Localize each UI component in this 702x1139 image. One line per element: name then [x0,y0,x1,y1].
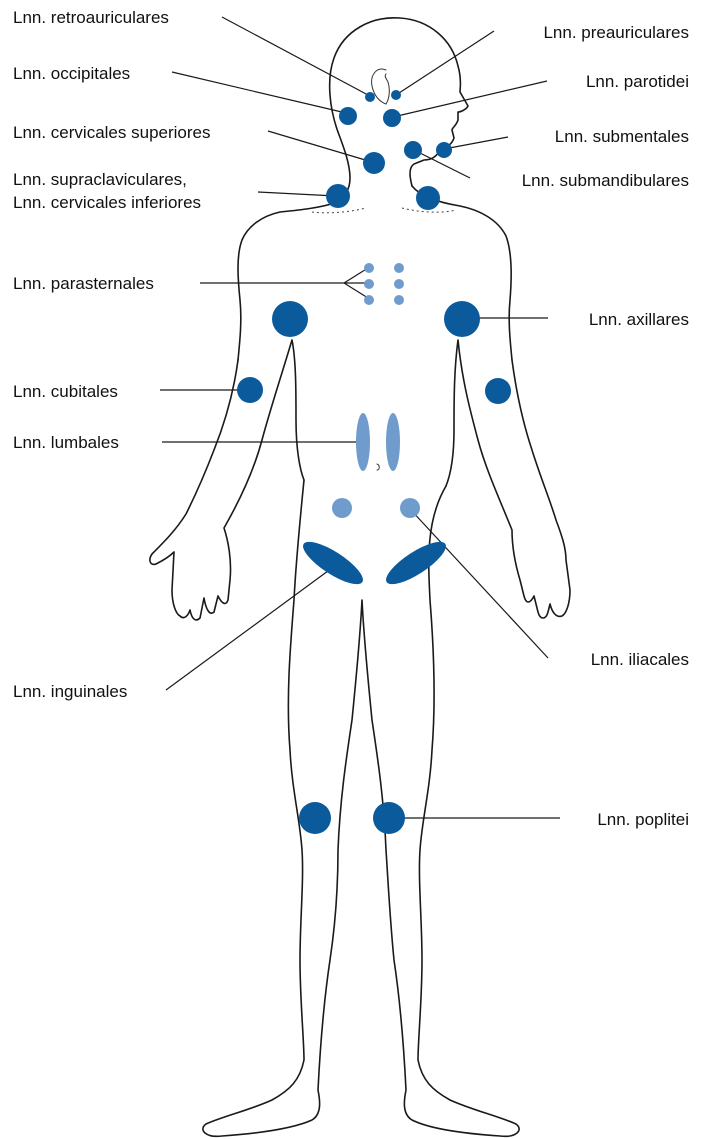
node-parasternal [364,263,374,273]
node-lumbal-right [386,413,400,471]
label-preauricular: Lnn. preauriculares [543,23,689,42]
node-iliac-left [332,498,352,518]
leader-occipital [172,72,346,113]
leader-inguinal [166,568,332,690]
label-lumbal: Lnn. lumbales [13,433,119,452]
node-popliteal-right [373,802,405,834]
label-retroauricular: Lnn. retroauriculares [13,8,169,27]
label-cubital: Lnn. cubitales [13,382,118,401]
label-occipital: Lnn. occipitales [13,64,130,83]
label-popliteal: Lnn. poplitei [597,810,689,829]
label-cervical-inf: Lnn. cervicales inferiores [13,193,201,212]
node-cubital-left [237,377,263,403]
node-preauricular [391,90,401,100]
labels-left: Lnn. retroauriculares Lnn. occipitales L… [13,8,210,701]
leader-cervical-sup [268,131,372,162]
node-submandibular [404,141,422,159]
node-popliteal-left [299,802,331,834]
node-parasternal [394,263,404,273]
leader-iliac [410,509,548,658]
node-inguinal-right [381,535,452,592]
node-supraclav-left [326,184,350,208]
node-axillar-left [272,301,308,337]
navel [377,464,379,470]
node-inguinal-left [298,535,369,592]
label-submandibular: Lnn. submandibulares [522,171,689,190]
lymph-nodes [237,90,511,834]
node-parotid [383,109,401,127]
node-parasternal [364,279,374,289]
label-cervical-sup: Lnn. cervicales superiores [13,123,210,142]
node-supraclav-right [416,186,440,210]
head-outline [330,18,468,186]
node-lumbal-left [356,413,370,471]
label-parotid: Lnn. parotidei [586,72,689,91]
label-inguinal: Lnn. inguinales [13,682,127,701]
node-retroauricular [365,92,375,102]
node-parasternal [394,295,404,305]
node-submental [436,142,452,158]
label-submental: Lnn. submentales [555,127,689,146]
clavicle-left [312,208,366,213]
label-axillar: Lnn. axillares [589,310,689,329]
label-supraclavicular: Lnn. supraclaviculares, [13,170,187,189]
leader-retroauricular [222,17,368,95]
node-cubital-right [485,378,511,404]
right-arm-outline [446,340,570,618]
node-cervical-sup [363,152,385,174]
leader-supraclav [258,192,336,196]
node-parasternal [394,279,404,289]
leader-parasternal [200,268,368,298]
label-parasternal: Lnn. parasternales [13,274,154,293]
node-axillar-right [444,301,480,337]
left-arm-outline [150,340,304,620]
node-iliac-right [400,498,420,518]
labels-right: Lnn. preauriculares Lnn. parotidei Lnn. … [522,23,689,829]
node-occipital [339,107,357,125]
leader-parotid [393,81,547,117]
label-iliac: Lnn. iliacales [591,650,689,669]
node-parasternal [364,295,374,305]
